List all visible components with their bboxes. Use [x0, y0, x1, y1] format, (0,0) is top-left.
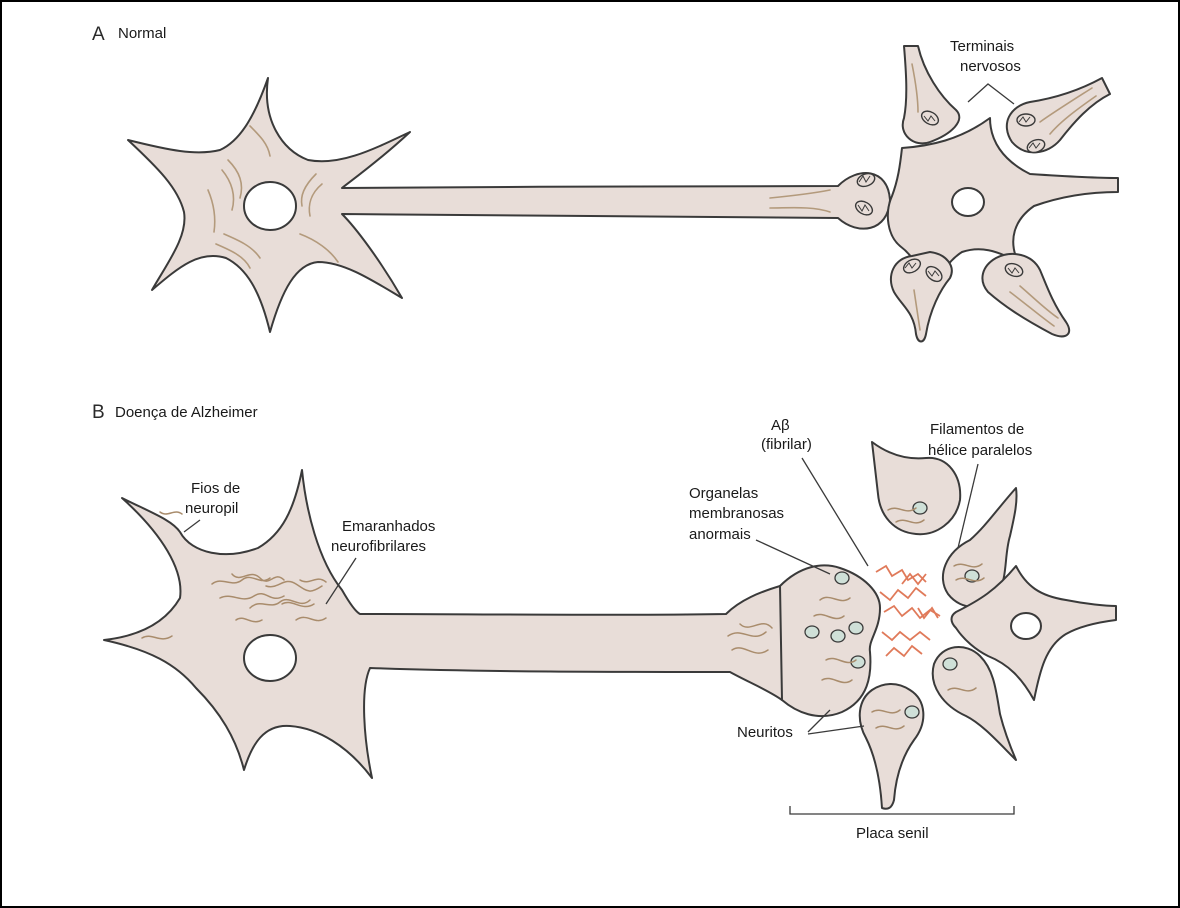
placa-bracket	[790, 806, 1014, 814]
neurite-4	[860, 684, 924, 809]
label-abeta-line2: (fibrilar)	[761, 436, 812, 453]
label-placa: Placa senil	[856, 825, 929, 842]
diseased-nucleus	[244, 635, 296, 681]
nerve-terminal-3	[891, 252, 952, 342]
label-filamentos-line1: Filamentos de	[930, 421, 1024, 438]
target-nucleus	[952, 188, 984, 216]
label-fios-line1: Fios de	[191, 480, 240, 497]
label-organelas-line1: Organelas	[689, 485, 758, 502]
panel-a: A Normal	[92, 24, 1118, 342]
label-filamentos-line2: hélice paralelos	[928, 442, 1032, 459]
panel-b-letter: B	[92, 402, 105, 423]
label-abeta-line1: Aβ	[771, 417, 790, 434]
leader-abeta	[802, 458, 868, 566]
leader-fios	[184, 520, 200, 532]
panel-a-letter: A	[92, 24, 105, 45]
label-emaranhados-line2: neurofibrilares	[331, 538, 426, 555]
leader-terminais	[968, 84, 1014, 104]
label-terminais-line2: nervosos	[960, 58, 1021, 75]
nerve-terminal-1	[903, 46, 960, 143]
leader-organelas	[756, 540, 830, 574]
panel-b-title: Doença de Alzheimer	[115, 404, 258, 421]
normal-nucleus	[244, 182, 296, 230]
label-emaranhados-line1: Emaranhados	[342, 518, 435, 535]
panel-b: B Doença de Alzheimer	[92, 402, 1116, 842]
label-terminais-line1: Terminais	[950, 38, 1014, 55]
nerve-terminal-4	[982, 254, 1069, 336]
panel-a-title: Normal	[118, 25, 166, 42]
normal-neuron	[128, 78, 890, 332]
target-nucleus-b	[1011, 613, 1041, 639]
label-fios-line2: neuropil	[185, 500, 238, 517]
label-organelas-line2: membranosas	[689, 505, 784, 522]
dystrophic-neurite	[780, 565, 880, 716]
label-organelas-line3: anormais	[689, 526, 751, 543]
amyloid-fibrils	[876, 566, 940, 656]
label-neuritos: Neuritos	[737, 724, 793, 741]
